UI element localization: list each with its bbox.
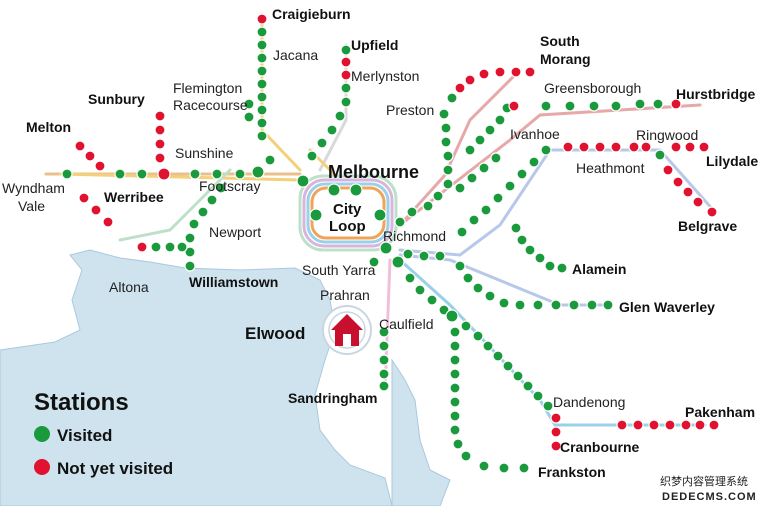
house-icon: [331, 314, 363, 346]
bay-water-east: [391, 358, 451, 506]
label-sandringham: Sandringham: [288, 390, 377, 406]
label-cranbourne: Cranbourne: [560, 439, 640, 455]
label-melbourne: Melbourne: [328, 162, 419, 182]
label-merlynston: Merlynston: [351, 68, 419, 84]
label-south: South: [540, 33, 580, 49]
watermark: 织梦内容管理系统 DEDECMS.COM: [656, 472, 768, 506]
label-heathmont: Heathmont: [576, 160, 645, 176]
legend-not-visited: Not yet visited: [57, 459, 173, 478]
label-morang: Morang: [540, 51, 591, 67]
label-wyndham: Wyndham: [2, 180, 65, 196]
label-south-yarra: South Yarra: [302, 262, 376, 278]
label-lilydale: Lilydale: [706, 153, 758, 169]
label-altona: Altona: [109, 279, 149, 295]
legend-visited: Visited: [57, 426, 112, 445]
label-belgrave: Belgrave: [678, 218, 737, 234]
label-loop: Loop: [329, 218, 366, 235]
label-upfield: Upfield: [351, 37, 398, 53]
label-alamein: Alamein: [572, 261, 626, 277]
label-richmond: Richmond: [383, 228, 446, 244]
label-pakenham: Pakenham: [685, 404, 755, 420]
label-caulfield: Caulfield: [379, 316, 433, 332]
label-newport: Newport: [209, 224, 261, 240]
label-racecourse: Racecourse: [173, 97, 248, 113]
watermark-line2: DEDECMS.COM: [662, 491, 757, 503]
label-werribee: Werribee: [104, 189, 164, 205]
label-jacana: Jacana: [273, 47, 318, 63]
label-glen-waverley: Glen Waverley: [619, 299, 715, 315]
label-ivanhoe: Ivanhoe: [510, 126, 560, 142]
watermark-line1: 织梦内容管理系统: [660, 474, 748, 488]
label-footscray: Footscray: [199, 178, 260, 194]
label-greensborough: Greensborough: [544, 80, 641, 96]
label-hurstbridge: Hurstbridge: [676, 86, 756, 102]
label-elwood: Elwood: [245, 324, 305, 343]
label-flemington: Flemington: [173, 80, 242, 96]
label-city: City: [333, 201, 362, 218]
label-vale: Vale: [18, 198, 45, 214]
label-dandenong: Dandenong: [553, 394, 625, 410]
not-visited-stations: [74, 13, 720, 452]
label-ringwood: Ringwood: [636, 127, 698, 143]
label-craigieburn: Craigieburn: [272, 6, 351, 22]
not-visited-legend-icon: [34, 459, 50, 475]
legend-title: Stations: [34, 389, 129, 416]
label-sunshine: Sunshine: [175, 145, 234, 161]
legend: Stations Visited Not yet visited: [34, 389, 173, 478]
visited-stations: [61, 26, 666, 474]
label-frankston: Frankston: [538, 464, 606, 480]
label-williamstown: Williamstown: [189, 274, 278, 290]
station-labels: Craigieburn Jacana Upfield Merlynston Fl…: [2, 6, 758, 480]
label-melton: Melton: [26, 119, 71, 135]
bay-water: [0, 249, 393, 506]
label-sunbury: Sunbury: [88, 91, 145, 107]
visited-legend-icon: [34, 426, 50, 442]
label-preston: Preston: [386, 102, 434, 118]
home-marker: [322, 305, 372, 355]
label-prahran: Prahran: [320, 287, 370, 303]
